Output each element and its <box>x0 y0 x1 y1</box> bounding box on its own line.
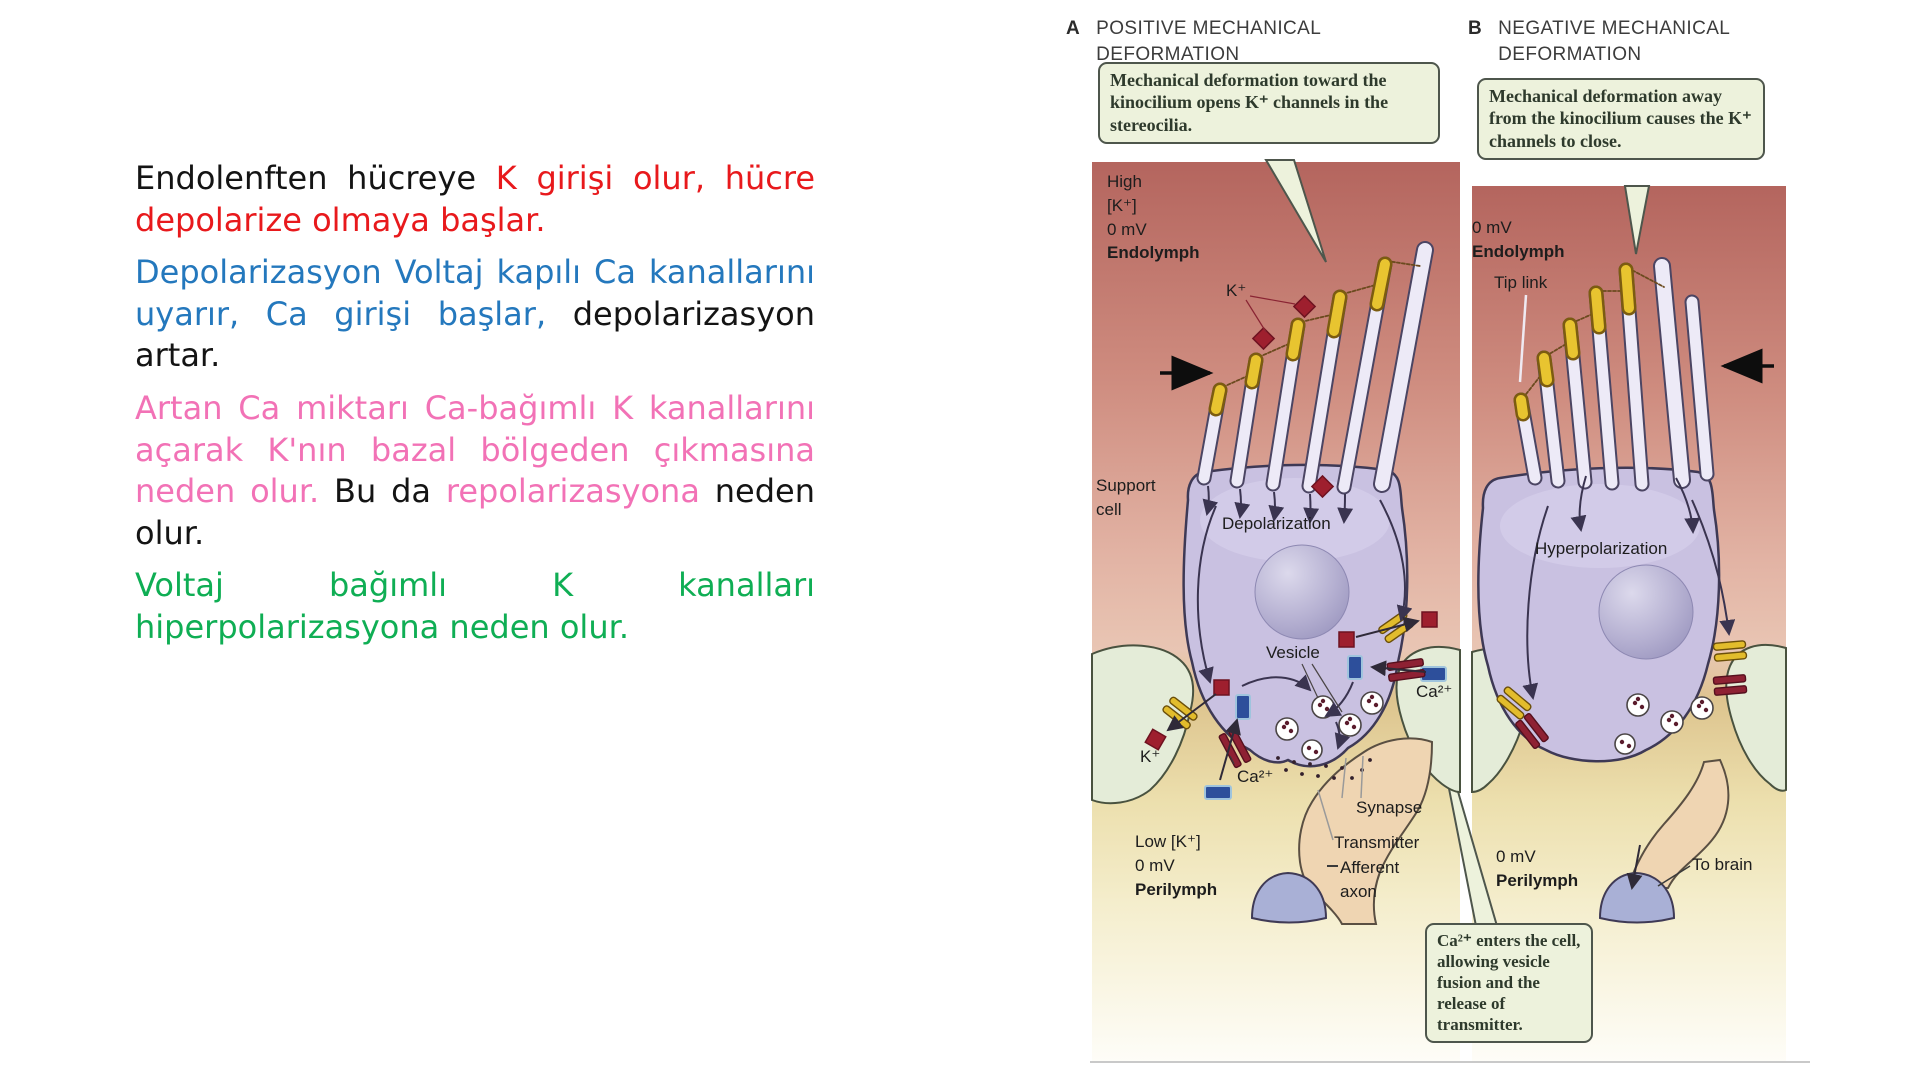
label-to-brain: To brain <box>1692 855 1753 874</box>
label-perilymph-a: Perilymph <box>1135 879 1218 899</box>
panel-b-tag: B <box>1468 18 1483 39</box>
label-axon: axon <box>1340 881 1377 901</box>
vesicles-a <box>1275 691 1384 761</box>
label-tip-link: Tip link <box>1494 273 1548 292</box>
k-label-leaders-a <box>1245 295 1296 333</box>
callout-a-pointer <box>1264 159 1327 263</box>
text-segment: Depolarizasyon Voltaj kapılı Ca kanallar… <box>135 253 815 333</box>
stereocilia-a <box>1196 241 1434 495</box>
text-segment: Artan Ca miktarı Ca-bağımlı K kanalların… <box>135 388 815 511</box>
paragraph-repolarization: Artan Ca miktarı Ca-bağımlı K kanalların… <box>135 388 815 554</box>
text-segment: neden olur. <box>135 472 815 552</box>
paragraph-hyperpolarization: Voltaj bağımlı K kanalları hiperpolariza… <box>135 565 815 648</box>
hair-cell-a <box>1182 463 1409 768</box>
paragraph-depolarization-ca: Depolarizasyon Voltaj kapılı Ca kanallar… <box>135 252 815 377</box>
figure-artwork <box>1090 159 1810 1063</box>
text-segment: Bu da <box>334 472 446 511</box>
nucleus-a <box>1254 544 1350 640</box>
nucleus-b <box>1598 564 1694 660</box>
k-channel-b-left <box>1496 686 1532 720</box>
label-afferent: Afferent <box>1340 858 1400 877</box>
axon-terminal-a <box>1250 871 1328 924</box>
label-ca-right-a: Ca²⁺ <box>1416 682 1453 701</box>
label-ca-bottom-a: Ca²⁺ <box>1237 767 1274 786</box>
flow-arrows-a <box>1196 485 1413 750</box>
label-cell: cell <box>1096 499 1122 519</box>
callout-positive-deformation: Mechanical deformation toward the kinoci… <box>1098 62 1440 144</box>
label-low-k: Low [K⁺] <box>1135 832 1201 851</box>
panel-a-header: A POSITIVE MECHANICAL DEFORMATION <box>1066 16 1321 67</box>
label-0mv-a-bottom: 0 mV <box>1135 855 1175 875</box>
axon-terminal-b <box>1598 871 1676 924</box>
ca-channel-b-right <box>1712 674 1748 696</box>
label-perilymph-block-b: 0 mV Perilymph <box>1496 845 1578 893</box>
flow-arrows-b <box>1522 475 1736 700</box>
ca-channel-b-left <box>1515 712 1549 750</box>
afferent-axon-b <box>1598 758 1730 924</box>
label-endolymph-a: Endolymph <box>1107 243 1200 263</box>
label-endolymph-b: Endolymph <box>1472 241 1565 261</box>
label-k-concentration: [K⁺] <box>1107 195 1137 215</box>
leader-lines <box>1229 294 1691 887</box>
label-perilymph-block-a: Low [K⁺] 0 mV Perilymph <box>1135 830 1217 901</box>
stereocilia-caps-b <box>1513 262 1637 422</box>
label-depolarization: Depolarization <box>1222 514 1331 533</box>
text-segment: K girişi olur, hücre depolarize olmaya b… <box>135 159 815 239</box>
label-endolymph-block-a: High [K⁺] 0 mV Endolymph <box>1107 170 1200 265</box>
stereocilia-b <box>1513 257 1715 492</box>
panel-b-header: B NEGATIVE MECHANICAL DEFORMATION <box>1468 16 1730 67</box>
panel-a-title-line1: POSITIVE MECHANICAL <box>1096 18 1322 39</box>
label-0mv-b-bottom: 0 mV <box>1496 847 1536 866</box>
label-endolymph-block-b: 0 mV Endolymph <box>1472 216 1565 264</box>
lecture-notes: Endolenften hücreye K girişi olur, hücre… <box>135 158 815 660</box>
paragraph-endolymph-k: Endolenften hücreye K girişi olur, hücre… <box>135 158 815 241</box>
label-support: Support <box>1096 476 1156 495</box>
label-perilymph-b: Perilymph <box>1496 870 1579 890</box>
panel-b-title-line1: NEGATIVE MECHANICAL <box>1498 18 1731 39</box>
stereocilia-caps-a <box>1208 256 1393 417</box>
hair-cell-figure: A POSITIVE MECHANICAL DEFORMATION B NEGA… <box>1066 0 1860 1080</box>
label-high: High <box>1107 172 1142 191</box>
ca-ions-a <box>1204 655 1447 800</box>
text-segment: Voltaj bağımlı K kanalları hiperpolariza… <box>135 566 815 646</box>
k-channel-b-right <box>1712 640 1748 662</box>
label-0mv-b-top: 0 mV <box>1472 218 1512 237</box>
afferent-axon-a <box>1250 737 1434 925</box>
label-afferent-axon: Afferent axon <box>1340 856 1399 904</box>
label-hyperpolarization: Hyperpolarization <box>1535 539 1668 558</box>
text-segment: repolarizasyona <box>445 472 700 511</box>
vesicles-b <box>1614 693 1714 755</box>
ca-channel-a-right <box>1386 658 1426 682</box>
callout-b-pointer <box>1623 185 1651 255</box>
label-transmitter: Transmitter <box>1334 833 1420 852</box>
label-vesicle: Vesicle <box>1266 643 1320 662</box>
hair-cell-b <box>1477 466 1721 763</box>
callout-ca-enters-cell: Ca²⁺ enters the cell, allowing vesicle f… <box>1425 923 1593 1044</box>
panel-a-tag: A <box>1066 18 1081 39</box>
label-k-bottom-a: K⁺ <box>1140 747 1161 766</box>
k-ions-a <box>1144 294 1438 751</box>
label-synapse: Synapse <box>1356 798 1423 817</box>
label-support-cell: Support cell <box>1096 474 1156 522</box>
panel-a-title-line2: DEFORMATION <box>1096 43 1240 65</box>
text-segment: Endolenften hücreye <box>135 159 496 197</box>
panel-b-title-line2: DEFORMATION <box>1498 43 1642 65</box>
text-segment: depolarizasyon artar. <box>135 294 816 375</box>
callout-negative-deformation: Mechanical deformation away from the kin… <box>1477 78 1765 160</box>
label-k-ion-a: K⁺ <box>1226 281 1247 300</box>
ion-arrows-a <box>1166 616 1427 781</box>
label-0mv-a-top: 0 mV <box>1107 219 1147 239</box>
